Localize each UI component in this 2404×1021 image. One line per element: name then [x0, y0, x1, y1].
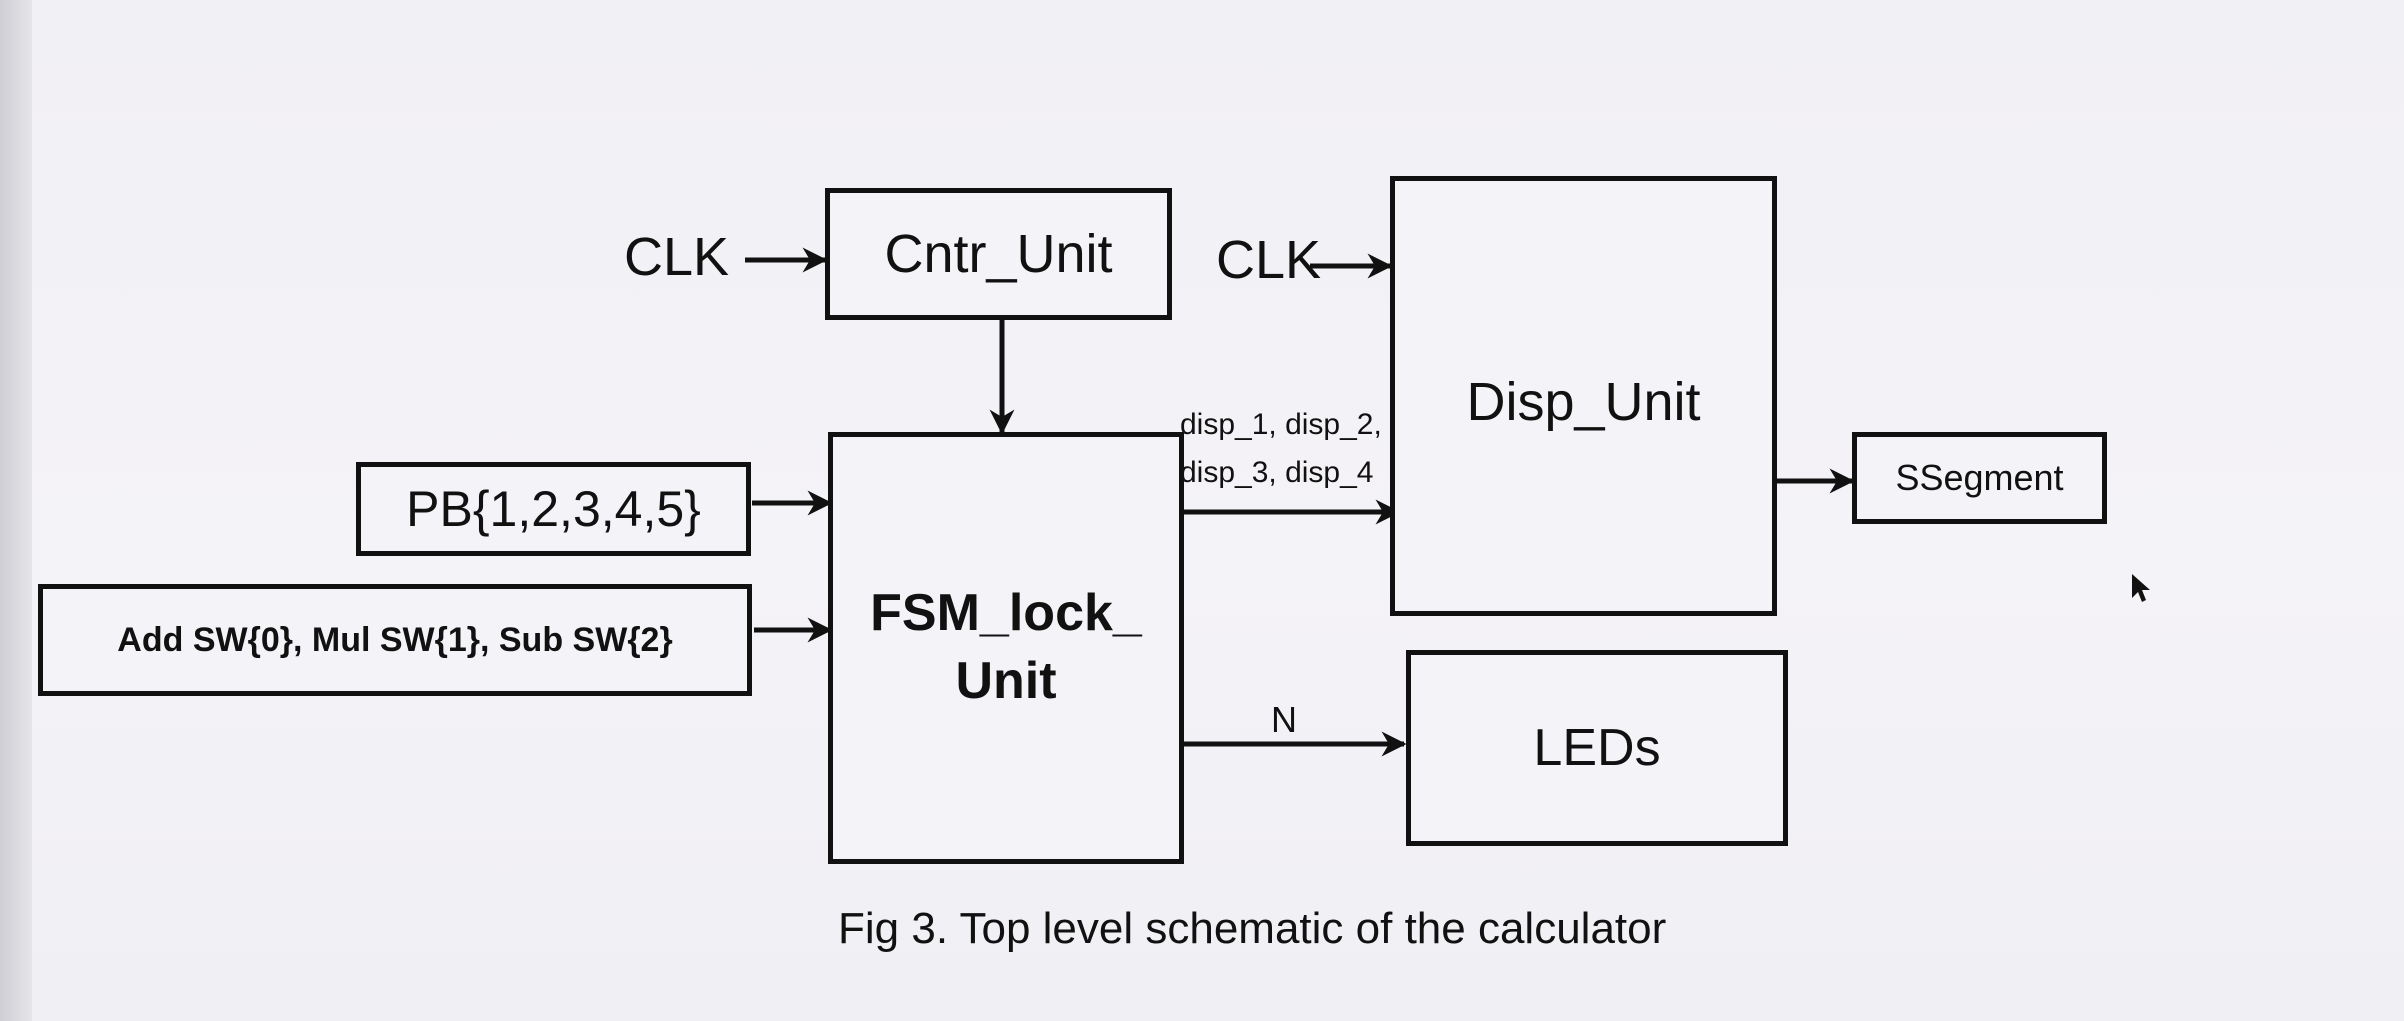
- n-bus-label: N: [1271, 699, 1297, 740]
- mouse-pointer-icon: [2132, 574, 2150, 602]
- fsm-unit-label-line2: Unit: [955, 652, 1057, 710]
- ssegment-block: SSegment: [1852, 432, 2107, 524]
- pb-input-block: PB{1,2,3,4,5}: [356, 462, 751, 556]
- disp-bus-label-line1: disp_1, disp_2,: [1180, 408, 1382, 441]
- leds-block: LEDs: [1406, 650, 1788, 846]
- clk-label-right: CLK: [1216, 230, 1322, 290]
- page-edge-shadow: [0, 0, 32, 1021]
- cntr-unit-label: Cntr_Unit: [884, 224, 1113, 284]
- clk-label-left: CLK: [624, 227, 730, 287]
- ssegment-label: SSegment: [1895, 457, 2064, 498]
- cntr-unit-block: Cntr_Unit: [825, 188, 1172, 320]
- fsm-unit-label-line1: FSM_lock_: [870, 584, 1142, 643]
- figure-caption: Fig 3. Top level schematic of the calcul…: [838, 904, 1667, 953]
- switch-input-block: Add SW{0}, Mul SW{1}, Sub SW{2}: [38, 584, 752, 696]
- fsm-lock-unit-block: FSM_lock_ Unit: [828, 432, 1184, 864]
- pb-input-label: PB{1,2,3,4,5}: [406, 481, 701, 537]
- disp-bus-label-line2: disp_3, disp_4: [1180, 456, 1374, 489]
- disp-unit-label: Disp_Unit: [1466, 372, 1701, 432]
- disp-unit-block: Disp_Unit: [1390, 176, 1777, 616]
- switch-input-label: Add SW{0}, Mul SW{1}, Sub SW{2}: [117, 620, 673, 659]
- leds-label: LEDs: [1533, 719, 1661, 777]
